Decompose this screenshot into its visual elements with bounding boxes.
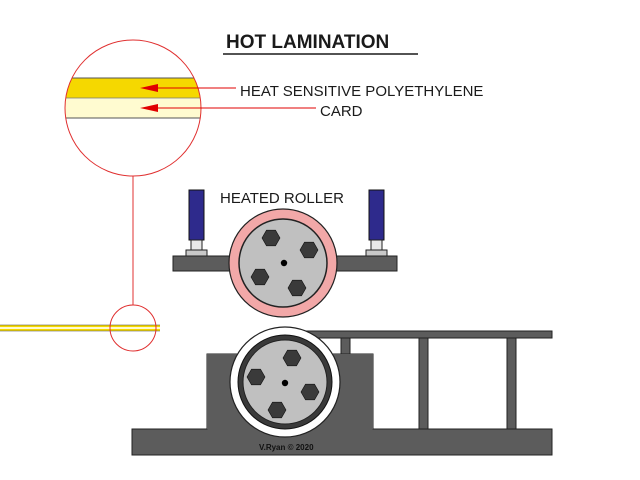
hex-bolt-icon (246, 368, 266, 386)
hex-bolt-icon (300, 383, 320, 401)
hex-bolt-icon (282, 349, 302, 367)
roller-axle (280, 259, 288, 267)
base-frame (131, 353, 553, 456)
hex-bolt-icon (267, 401, 287, 419)
arrow-left-icon (140, 84, 158, 92)
polyethylene-pointer (140, 84, 236, 92)
credit-text: V.Ryan © 2020 (259, 443, 314, 452)
magnified-cross-section (65, 77, 201, 119)
card-layer (65, 98, 201, 118)
polyethylene-layer-top (65, 78, 201, 98)
card-pointer (140, 104, 316, 112)
hex-bolt-icon (250, 268, 270, 286)
left-piston (188, 189, 205, 241)
lower-roller (229, 326, 341, 438)
small-magnifier-circle (109, 304, 157, 352)
card-label: CARD (320, 103, 363, 120)
diagram-title: HOT LAMINATION (226, 32, 389, 53)
right-piston (368, 189, 385, 241)
polyethylene-label: HEAT SENSITIVE POLYETHYLENE (240, 83, 483, 100)
hex-bolt-icon (287, 279, 307, 297)
arrow-left-icon (140, 104, 158, 112)
hex-bolt-icon (299, 241, 319, 259)
laminate-sheet (0, 324, 160, 332)
heated-roller-label: HEATED ROLLER (220, 190, 344, 207)
hex-bolt-icon (261, 229, 281, 247)
roller-axle (281, 379, 289, 387)
upper-roller-assembly (172, 189, 398, 318)
